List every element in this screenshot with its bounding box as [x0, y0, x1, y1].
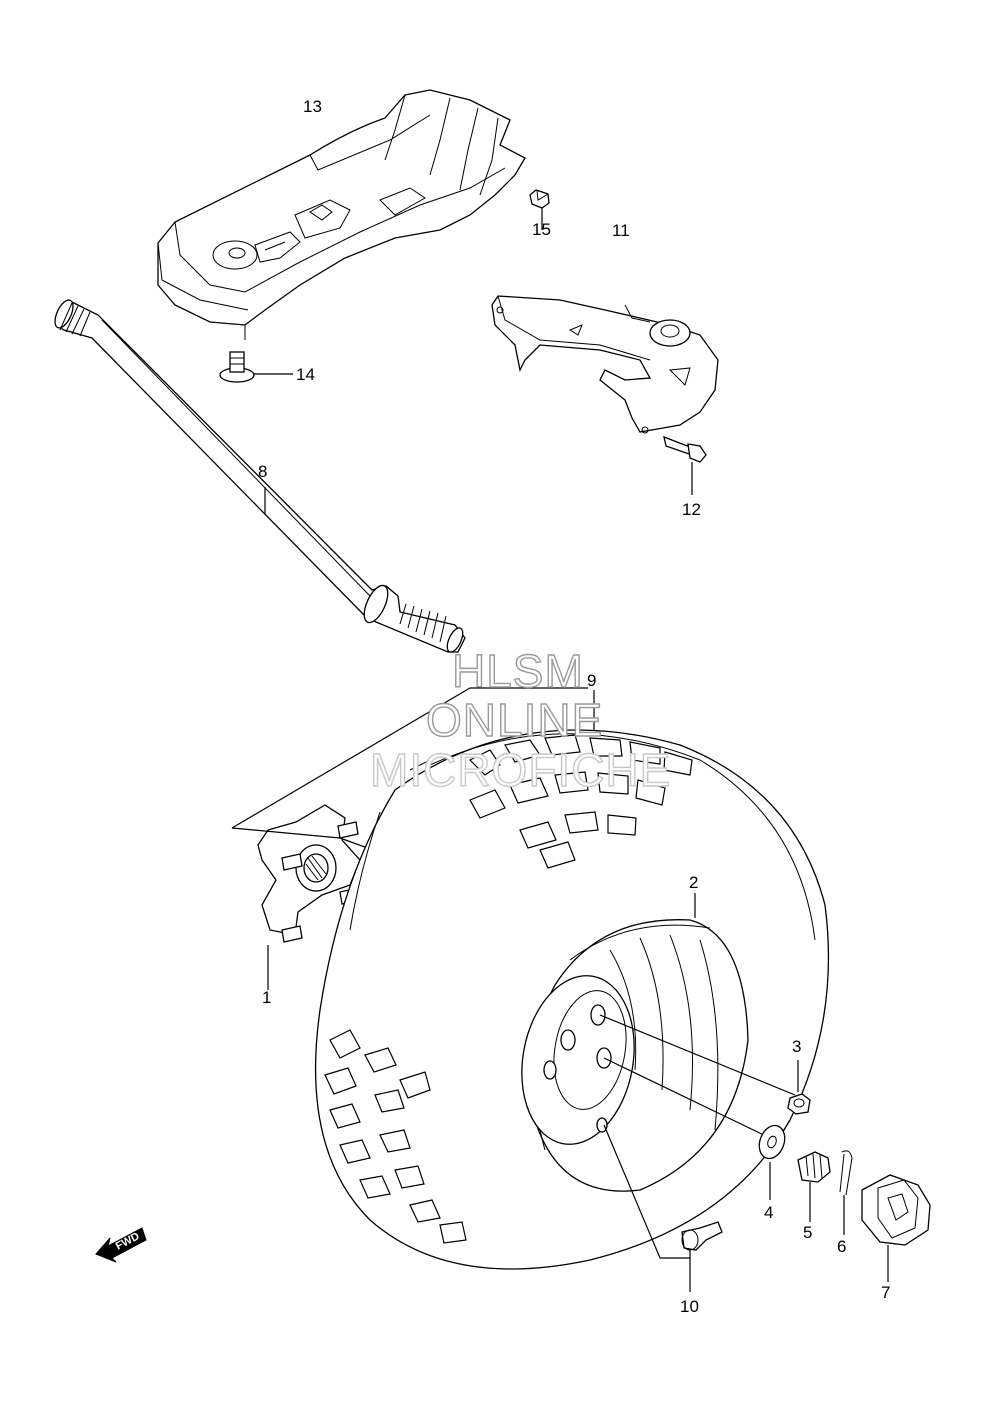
- fwd-arrow-icon: FWD: [95, 1227, 147, 1263]
- label-1: 1: [262, 988, 271, 1007]
- part-3-nut[interactable]: [787, 1093, 811, 1115]
- label-10: 10: [680, 1297, 699, 1316]
- watermark-line-2: ONLINE: [426, 694, 603, 746]
- label-13: 13: [303, 97, 322, 116]
- label-9: 9: [587, 671, 596, 690]
- part-5-castle-nut[interactable]: [797, 1151, 831, 1183]
- label-2: 2: [689, 873, 698, 892]
- part-6-cotter-pin[interactable]: [839, 1150, 853, 1196]
- label-8: 8: [258, 462, 267, 481]
- label-3: 3: [792, 1037, 801, 1056]
- part-4-washer[interactable]: [755, 1122, 789, 1162]
- part-11-bracket[interactable]: [491, 295, 719, 434]
- label-12: 12: [682, 500, 701, 519]
- part-2-wheel-rim[interactable]: [509, 919, 749, 1192]
- leader-3-axis: [599, 1014, 796, 1096]
- label-4: 4: [764, 1203, 773, 1222]
- watermark-line-3: MICROFICHE: [370, 744, 671, 796]
- part-10-valve-stem[interactable]: [681, 1221, 723, 1251]
- label-11: 11: [612, 221, 630, 240]
- dash-line: [409, 754, 441, 771]
- part-15-bolt[interactable]: [529, 189, 550, 209]
- watermark-line-1: HLSM: [452, 645, 584, 697]
- watermark: HLSM ONLINE MICROFICHE: [369, 644, 671, 796]
- part-7-hub-cap[interactable]: [861, 1174, 931, 1246]
- part-13-skid-plate[interactable]: [157, 89, 526, 340]
- assembly-line-1: [231, 687, 471, 829]
- label-7: 7: [881, 1283, 890, 1302]
- part-8-axle-shaft[interactable]: [51, 297, 466, 654]
- label-15: 15: [532, 220, 551, 239]
- part-14-bolt[interactable]: [219, 351, 255, 383]
- assembly-line-2: [231, 827, 341, 839]
- leader-10-axis-a: [603, 1124, 661, 1259]
- leader-4-axis: [603, 1057, 771, 1139]
- label-6: 6: [837, 1237, 846, 1256]
- part-12-bolt[interactable]: [663, 435, 707, 463]
- label-14: 14: [296, 365, 315, 384]
- label-5: 5: [803, 1223, 812, 1242]
